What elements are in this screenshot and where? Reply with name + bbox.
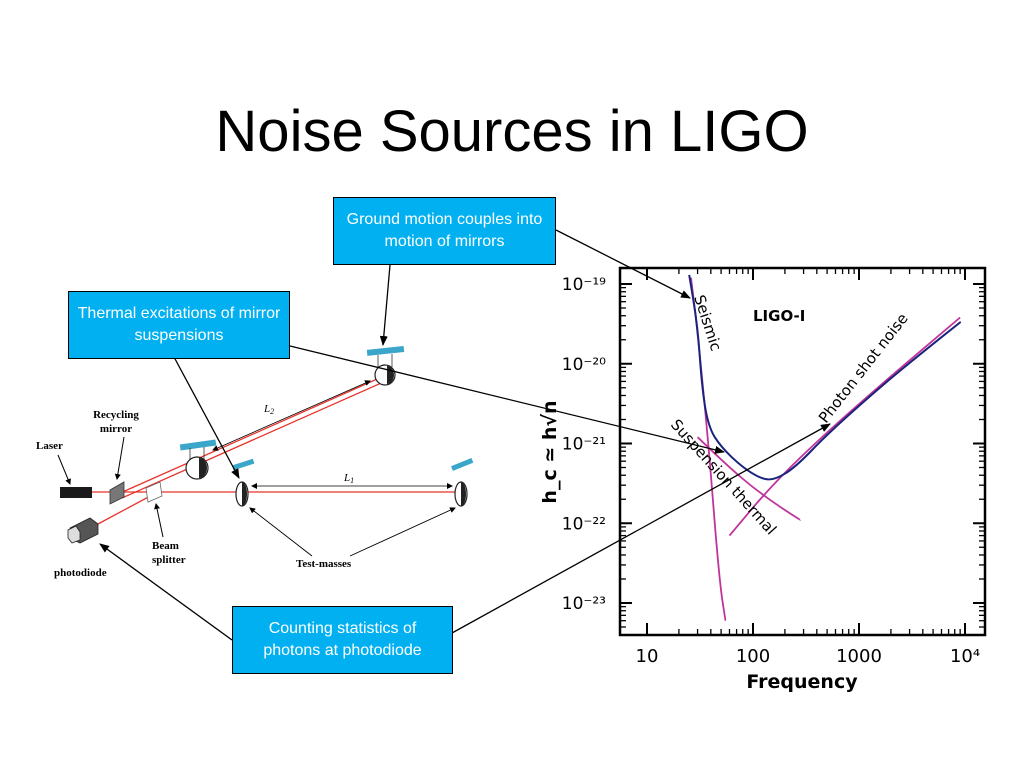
interferometer-diagram: Laser Recycling mirror Beam splitter pho… — [36, 346, 474, 579]
beam-splitter-icon — [145, 481, 163, 503]
recycling-mirror-icon — [109, 481, 125, 505]
y-axis-label: h_c ≃ h√n — [539, 400, 561, 503]
connector-counting-to-photodiode — [99, 543, 233, 641]
x-tick-label: 1000 — [836, 646, 882, 667]
laser-beams — [92, 375, 462, 525]
noise-spectrum-chart: 10⁻¹⁹ 10⁻²⁰ 10⁻²¹ 10⁻²² 10⁻²³ 10 100 1000 10⁴ L… — [539, 266, 987, 693]
connector-ground-to-seismic — [555, 229, 691, 299]
beam-splitter-label-2: splitter — [152, 554, 186, 566]
end-test-mass-arm-1 — [451, 458, 474, 507]
y-tick-label: 10⁻¹⁹ — [562, 275, 606, 295]
recycling-mirror-label-2: mirror — [100, 423, 132, 435]
chart-title: LIGO-I — [753, 307, 805, 325]
laser-label: Laser — [36, 440, 63, 452]
arm-2-label: L2 — [263, 403, 274, 416]
y-tick-label: 10⁻²² — [562, 514, 606, 534]
photodiode-label: photodiode — [54, 567, 107, 579]
chart-frame — [618, 266, 987, 637]
callout-ground-motion: Ground motion couples into motion of mir… — [333, 197, 556, 265]
x-axis-label: Frequency — [746, 671, 858, 693]
y-tick-label: 10⁻²⁰ — [562, 355, 606, 375]
recycling-mirror-label-1: Recycling — [93, 409, 139, 421]
connector-thermal-to-testmass — [173, 356, 240, 479]
inner-mirror-arm-2 — [179, 439, 217, 480]
callout-connectors — [99, 229, 831, 641]
arm-1-label: L1 — [343, 472, 354, 485]
connector-thermal-to-suspension — [289, 345, 725, 454]
slide-title: Noise Sources in LIGO — [215, 99, 809, 164]
inner-test-mass-arm-1 — [231, 458, 255, 507]
y-tick-label: 10⁻²¹ — [562, 435, 606, 455]
series-layer — [688, 274, 962, 622]
test-masses-label: Test-masses — [296, 558, 352, 570]
callout-thermal-excitations: Thermal excitations of mirror suspension… — [68, 291, 290, 359]
x-axis-ticks: 10 100 1000 10⁴ — [636, 268, 980, 667]
series-photon-shot-noise — [728, 316, 961, 537]
connector-ground-to-mirror — [379, 264, 391, 346]
x-tick-label: 10⁴ — [950, 646, 980, 667]
x-tick-label: 10 — [636, 646, 659, 667]
y-tick-label: 10⁻²³ — [562, 594, 606, 614]
callout-counting-statistics: Counting statistics of photons at photod… — [232, 606, 453, 674]
series-total-noise — [688, 274, 962, 481]
y-axis-ticks: 10⁻¹⁹ 10⁻²⁰ 10⁻²¹ 10⁻²² 10⁻²³ — [562, 275, 985, 636]
series-suspension-thermal — [696, 436, 802, 521]
arm-2-length-marker — [212, 380, 371, 451]
beam-to-photodiode — [97, 493, 155, 525]
beam-splitter-label-1: Beam — [152, 540, 179, 552]
photodiode-icon — [67, 517, 99, 544]
laser-icon — [60, 487, 92, 498]
x-tick-label: 100 — [736, 646, 770, 667]
connector-counting-to-shotnoise — [451, 423, 831, 634]
